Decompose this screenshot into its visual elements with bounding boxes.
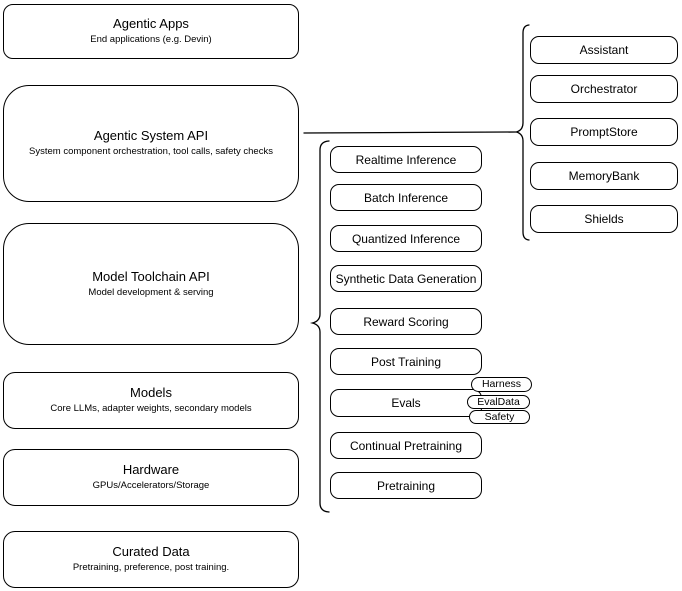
node-title: Curated Data [112, 544, 190, 560]
node-subtitle: Pretraining, preference, post training. [72, 562, 230, 574]
node-promptstore: PromptStore [530, 118, 678, 146]
toolchain-brace [309, 140, 330, 513]
tag-evaldata: EvalData [467, 395, 530, 409]
node-agentic-system-api: Agentic System API System component orch… [3, 85, 299, 202]
node-batch-inference: Batch Inference [330, 184, 482, 211]
node-hardware: Hardware GPUs/Accelerators/Storage [3, 449, 299, 506]
tag-safety: Safety [469, 410, 530, 424]
node-curated-data: Curated Data Pretraining, preference, po… [3, 531, 299, 588]
node-realtime-inference: Realtime Inference [330, 146, 482, 173]
node-agentic-apps: Agentic Apps End applications (e.g. Devi… [3, 4, 299, 59]
components-brace [514, 24, 530, 241]
node-subtitle: Core LLMs, adapter weights, secondary mo… [50, 403, 252, 415]
node-subtitle: Model development & serving [88, 286, 214, 298]
node-continual-pretraining: Continual Pretraining [330, 432, 482, 459]
node-models: Models Core LLMs, adapter weights, secon… [3, 372, 299, 429]
node-subtitle: GPUs/Accelerators/Storage [92, 480, 210, 492]
node-subtitle: End applications (e.g. Devin) [90, 34, 212, 46]
node-orchestrator: Orchestrator [530, 75, 678, 103]
node-subtitle: System component orchestration, tool cal… [29, 146, 273, 158]
node-title: Agentic Apps [113, 16, 189, 32]
node-post-training: Post Training [330, 348, 482, 375]
node-quantized-inference: Quantized Inference [330, 225, 482, 252]
node-title: Hardware [122, 462, 180, 478]
node-shields: Shields [530, 205, 678, 233]
tag-harness: Harness [471, 377, 532, 392]
node-model-toolchain-api: Model Toolchain API Model development & … [3, 223, 299, 345]
node-title: Models [130, 385, 172, 401]
node-memorybank: MemoryBank [530, 162, 678, 190]
node-reward-scoring: Reward Scoring [330, 308, 482, 335]
node-evals: Evals [330, 389, 482, 417]
node-title: Model Toolchain API [92, 268, 210, 284]
node-synthetic-data-generation: Synthetic Data Generation [330, 265, 482, 292]
node-title: Agentic System API [93, 128, 209, 144]
node-pretraining: Pretraining [330, 472, 482, 499]
node-assistant: Assistant [530, 36, 678, 64]
system-api-to-components-line [303, 131, 517, 134]
